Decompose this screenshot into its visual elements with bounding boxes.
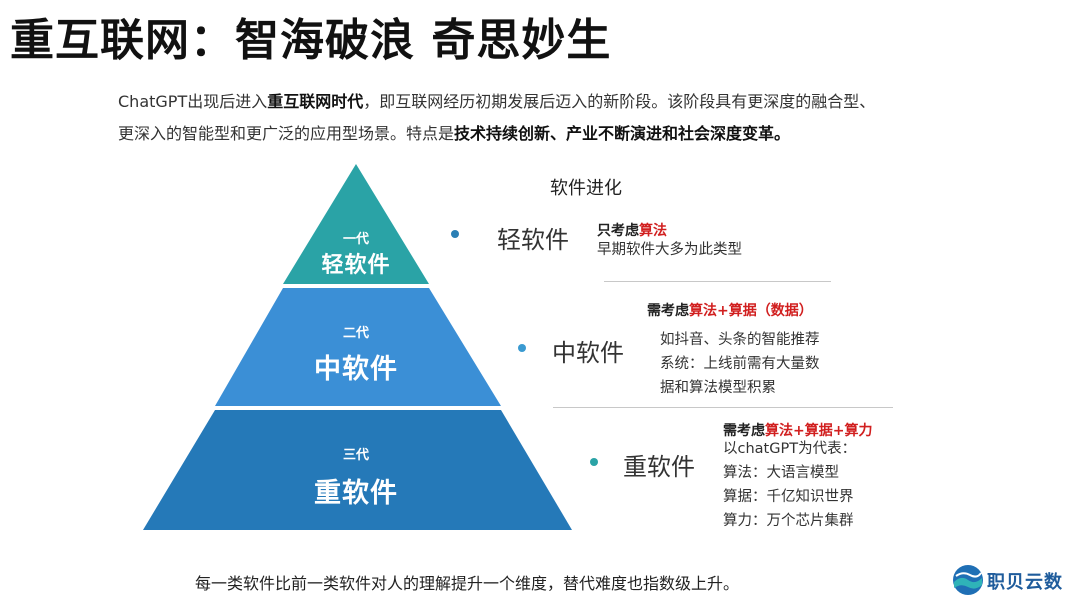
medium-software-name: 中软件 [552, 339, 624, 367]
desc-line: 算据：千亿知识世界 [723, 489, 854, 505]
desc-line: 系统：上线前需有大量数 [660, 356, 820, 372]
pyramid-tier-1 [283, 164, 429, 284]
needs-emphasis: 算法+算据（数据） [689, 303, 813, 319]
intro-text: 更深入的智能型和更广泛的应用型场景。特点是 [118, 124, 455, 143]
tier-3-name: 重软件 [314, 478, 398, 509]
tier-2-name: 中软件 [314, 354, 398, 385]
heavy-software-name: 重软件 [623, 453, 695, 481]
desc-line: 算法：大语言模型 [723, 465, 839, 481]
logo-text: 职贝云数 [987, 572, 1063, 593]
intro-text: ChatGPT出现后进入 [118, 92, 268, 111]
tier-3-label: 三代 重软件 [276, 444, 436, 510]
bullet-icon [451, 230, 459, 238]
divider [553, 407, 893, 408]
tier-2-generation: 二代 [342, 326, 369, 341]
divider [604, 281, 831, 282]
needs-prefix: 需考虑 [647, 303, 689, 319]
evolution-heading: 软件进化 [550, 178, 622, 199]
tier-1-label: 一代 轻软件 [306, 228, 406, 279]
light-software-needs: 只考虑算法 [597, 220, 667, 240]
bullet-icon [590, 458, 598, 466]
tier-3-generation: 三代 [342, 448, 369, 463]
heavy-software-desc: 以chatGPT为代表： 算法：大语言模型 算据：千亿知识世界 算力：万个芯片集… [723, 437, 856, 533]
medium-software-needs: 需考虑算法+算据（数据） [647, 300, 813, 320]
page-title: 重互联网：智海破浪 奇思妙生 [10, 15, 612, 66]
heavy-software-needs: 需考虑算法+算据+算力 [723, 420, 872, 440]
pyramid-tier-2 [215, 288, 501, 406]
desc-line: 以chatGPT为代表： [723, 441, 857, 457]
intro-paragraph: ChatGPT出现后进入重互联网时代，即互联网经历初期发展后迈入的新阶段。该阶段… [118, 86, 1018, 150]
light-software-name: 轻软件 [497, 226, 569, 254]
intro-emphasis: 重互联网时代 [267, 92, 364, 111]
intro-emphasis: 技术持续创新、产业不断演进和社会深度变革。 [454, 124, 791, 143]
software-pyramid: 一代 轻软件 二代 中软件 三代 重软件 [140, 160, 580, 536]
needs-prefix: 只考虑 [597, 223, 639, 239]
needs-prefix: 需考虑 [723, 423, 765, 439]
needs-emphasis: 算法 [639, 223, 667, 239]
intro-line-2: 更深入的智能型和更广泛的应用型场景。特点是技术持续创新、产业不断演进和社会深度变… [118, 118, 1018, 150]
pyramid-graphic [143, 164, 572, 530]
brand-logo: 职贝云数 [951, 560, 1071, 600]
desc-line: 算力：万个芯片集群 [723, 513, 854, 529]
medium-software-desc: 如抖音、头条的智能推荐 系统：上线前需有大量数 据和算法模型积累 [660, 328, 820, 400]
needs-emphasis: 算法+算据+算力 [765, 423, 873, 439]
tier-2-label: 二代 中软件 [286, 322, 426, 386]
intro-line-1: ChatGPT出现后进入重互联网时代，即互联网经历初期发展后迈入的新阶段。该阶段… [118, 86, 1018, 118]
tier-1-generation: 一代 [342, 232, 369, 247]
desc-line: 如抖音、头条的智能推荐 [660, 332, 820, 348]
light-software-desc: 早期软件大多为此类型 [597, 238, 742, 262]
intro-text: ，即互联网经历初期发展后迈入的新阶段。该阶段具有更深度的融合型、 [363, 92, 876, 111]
desc-line: 据和算法模型积累 [660, 380, 776, 396]
desc-line: 早期软件大多为此类型 [597, 242, 742, 258]
pyramid-tier-3 [143, 410, 572, 530]
bullet-icon [518, 344, 526, 352]
tier-1-name: 轻软件 [321, 253, 391, 278]
globe-wave-icon [953, 565, 983, 595]
footer-caption: 每一类软件比前一类软件对人的理解提升一个维度，替代难度也指数级上升。 [195, 574, 740, 593]
